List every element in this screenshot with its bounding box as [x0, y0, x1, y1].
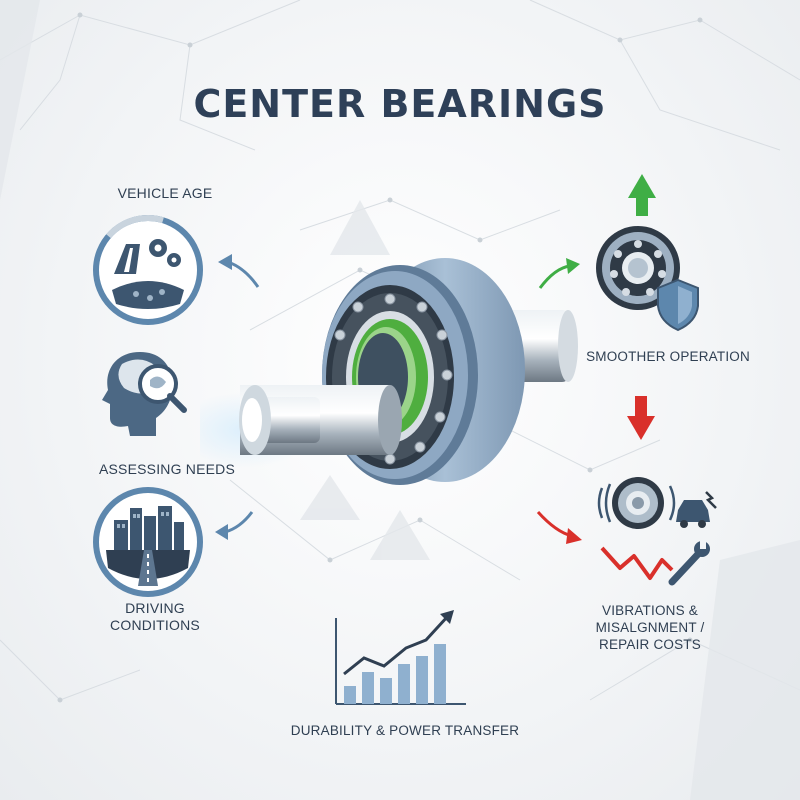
label-driving-line-1: DRIVING — [125, 600, 185, 616]
green-up-arrow — [628, 174, 656, 216]
head-magnifier-icon — [102, 352, 187, 436]
label-vibrations-line-2: MISALGNMENT / — [595, 620, 705, 635]
road-gears-icon — [93, 215, 203, 325]
label-vehicle-age: VEHICLE AGE — [117, 185, 213, 201]
label-vibrations-line-3: REPAIR COSTS — [599, 637, 701, 652]
arrow-to-vehicle-age — [227, 260, 260, 288]
bar-growth-icon — [335, 610, 466, 705]
arrow-to-smoother-operation — [538, 264, 571, 289]
label-vibrations-line-1: VIBRATIONS & — [602, 603, 698, 618]
page-title: CENTER BEARINGS — [193, 82, 607, 126]
red-down-arrow — [627, 396, 655, 440]
arrow-to-driving-conditions — [224, 511, 254, 534]
bearing-shield-icon — [596, 226, 699, 332]
vibration-car-icon — [597, 477, 717, 529]
label-driving-conditions: DRIVING CONDITIONS — [95, 600, 215, 634]
center-bearing-illustration — [200, 258, 578, 485]
arrow-to-vibrations — [536, 510, 573, 538]
city-road-icon — [93, 487, 203, 597]
label-assessing-needs: ASSESSING NEEDS — [98, 461, 236, 477]
zigzag-wrench-icon — [600, 541, 710, 586]
label-driving-line-2: CONDITIONS — [110, 617, 200, 633]
label-durability: DURABILITY & POWER TRANSFER — [290, 723, 520, 738]
label-vibrations: VIBRATIONS & MISALGNMENT / REPAIR COSTS — [575, 602, 725, 653]
label-smoother-operation: SMOOTHER OPERATION — [586, 349, 750, 364]
